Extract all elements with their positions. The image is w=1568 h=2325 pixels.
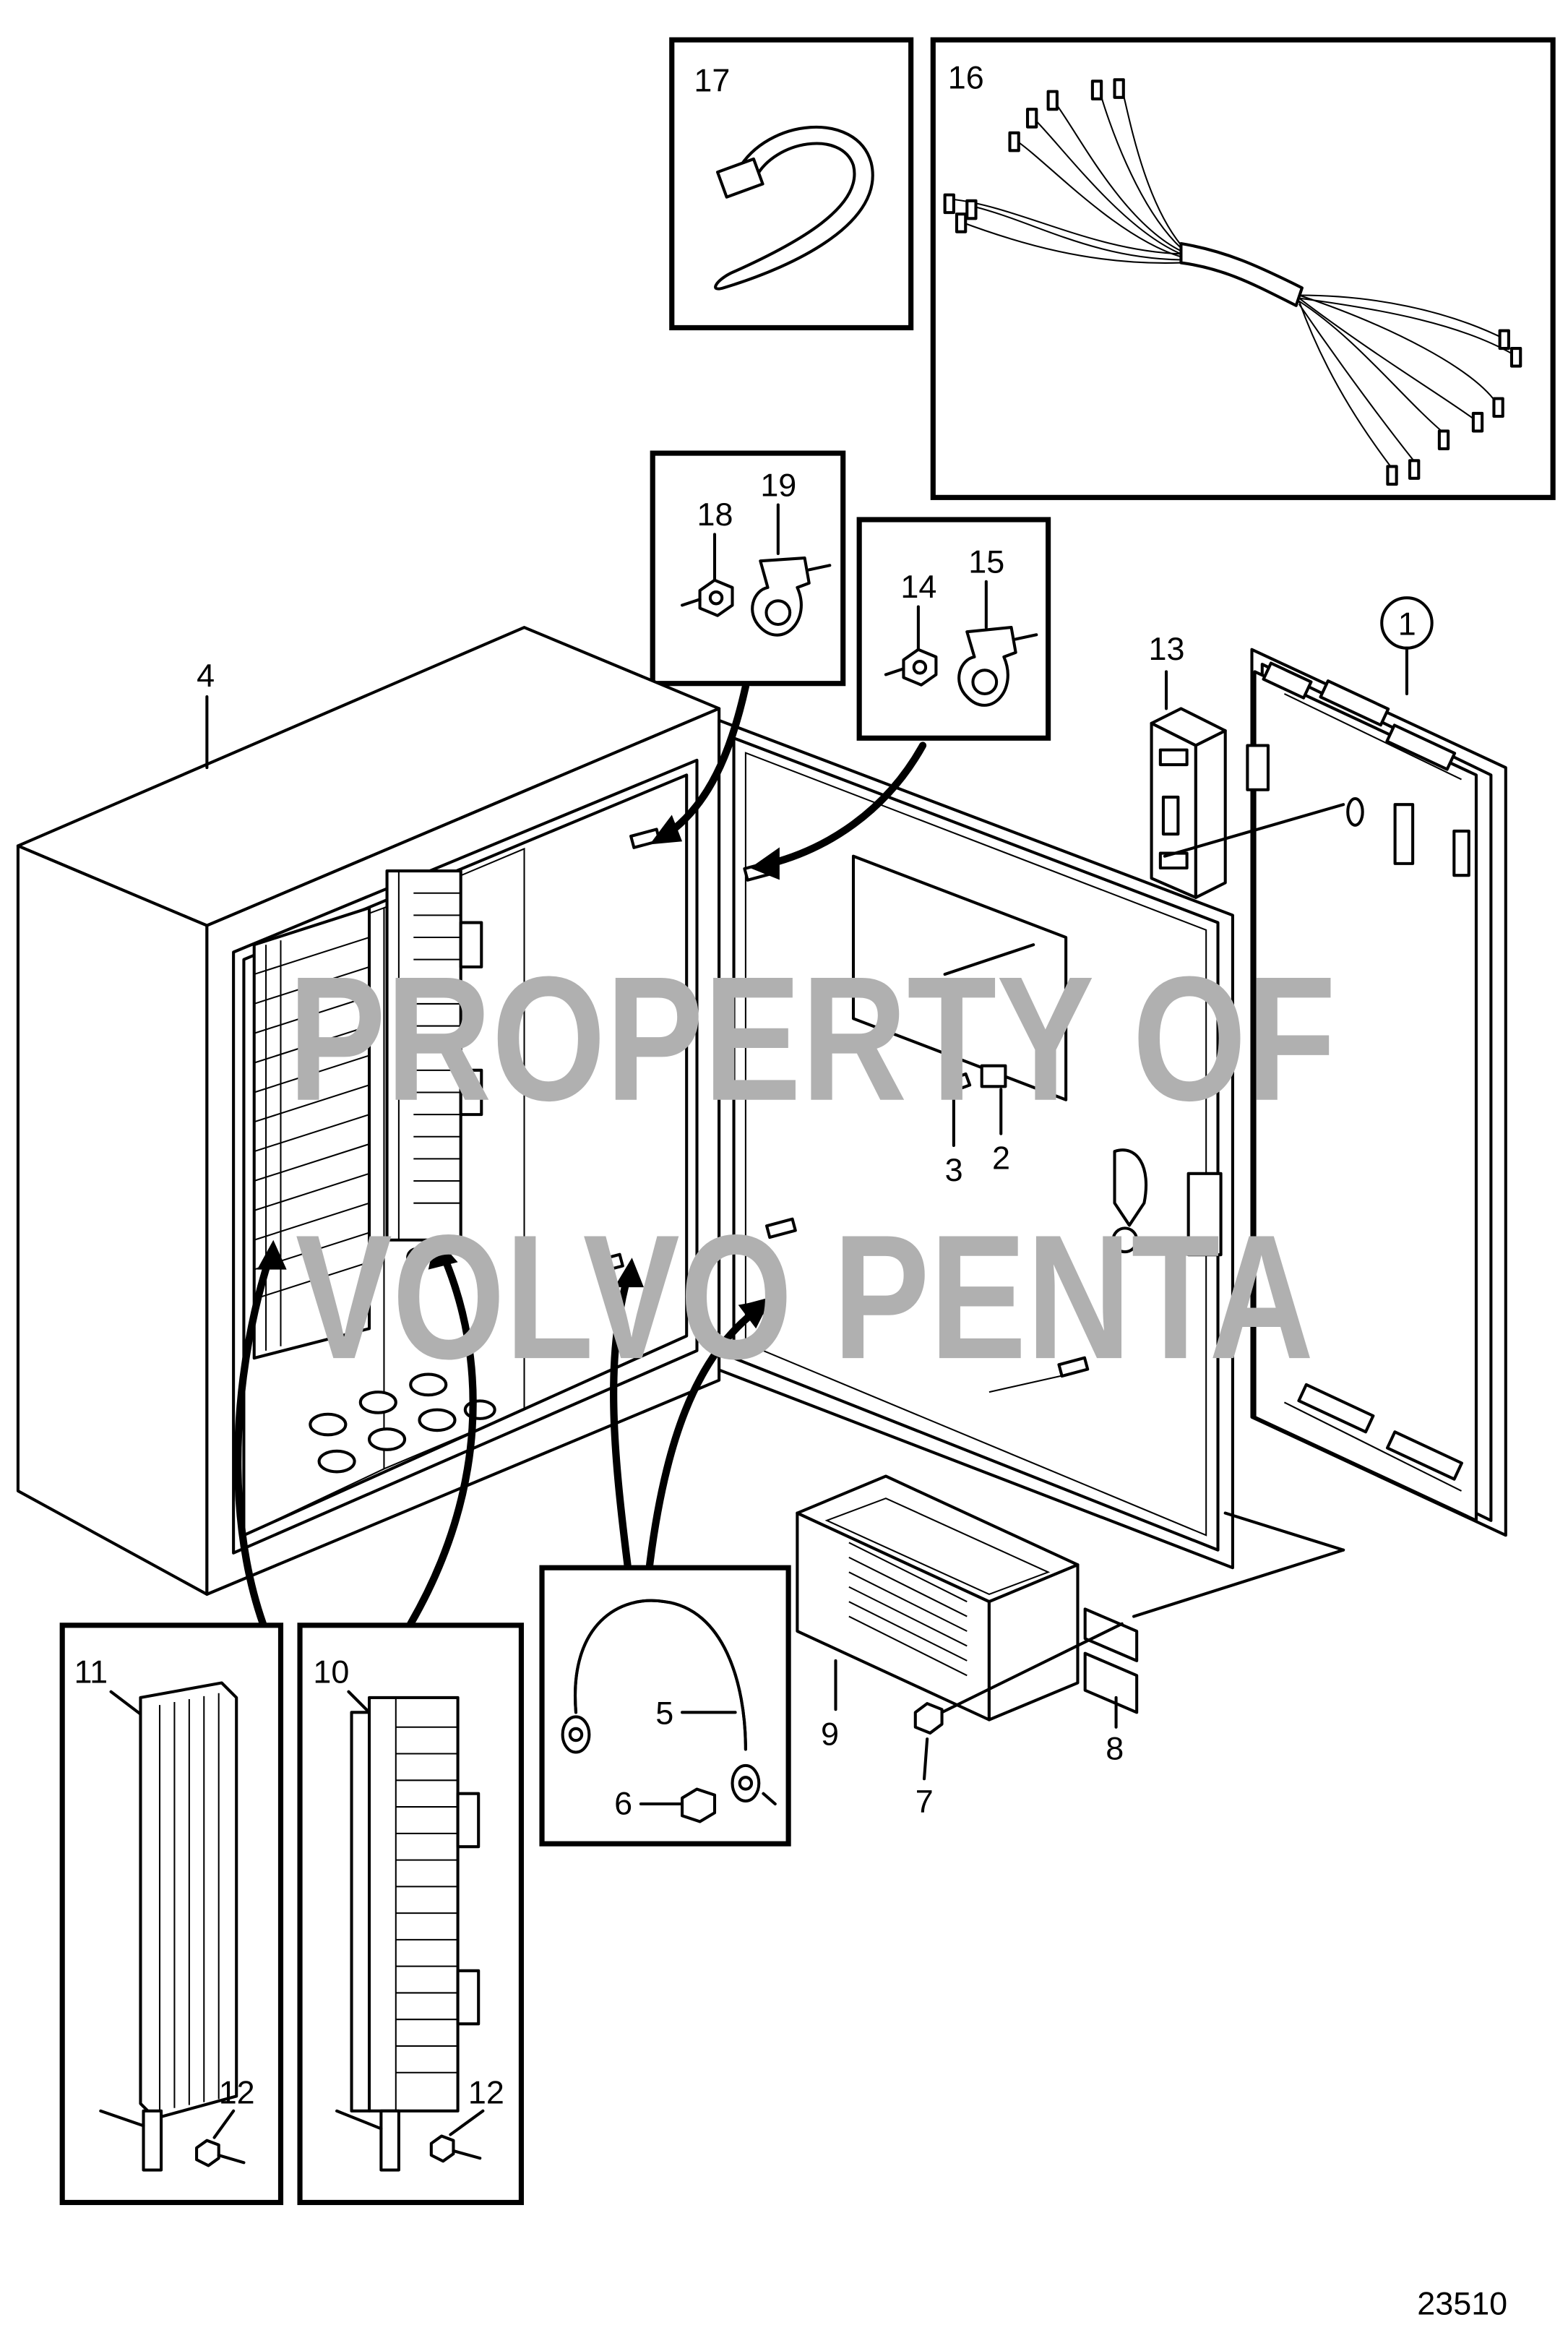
watermark-line-1: PROPERTY OF (288, 940, 1336, 1138)
label-17: 17 (694, 62, 730, 99)
control-unit-1[interactable]: 1 (1163, 596, 1507, 1537)
label-10: 10 (313, 1653, 349, 1690)
label-12-b: 12 (468, 2074, 504, 2111)
inset-16-wiring-harness: 16 (930, 37, 1556, 500)
enclosure-cabinet: 4 (16, 626, 721, 1596)
din-rail-8: 8 7 (913, 1511, 1345, 1820)
module-13: 13 (1149, 630, 1227, 899)
label-2: 2 (992, 1140, 1010, 1177)
inset-10-relay-strip: 10 12 (297, 1623, 525, 2206)
label-18: 18 (697, 496, 733, 533)
watermark-line-2: VOLVO PENTA (296, 1198, 1314, 1396)
label-1-circled: 1 (1398, 605, 1416, 642)
label-5: 5 (655, 1695, 673, 1732)
label-8: 8 (1106, 1730, 1124, 1767)
label-4: 4 (197, 657, 215, 694)
relay-strip-installed (385, 869, 483, 1268)
enclosure-door (718, 718, 1234, 1570)
drawing-number: 23510 (1417, 2285, 1507, 2322)
label-3: 3 (945, 1151, 963, 1188)
label-14: 14 (900, 568, 936, 605)
watermark: PROPERTY OF VOLVO PENTA (288, 940, 1336, 1396)
label-19: 19 (760, 466, 796, 503)
inset-18-19-clamp: 18 19 (650, 450, 846, 687)
terminal-block-installed (252, 906, 371, 1360)
label-7: 7 (916, 1783, 934, 1820)
inset-11-terminal-block: 11 12 (59, 1623, 284, 2206)
location-arrows (234, 682, 927, 1628)
label-6: 6 (614, 1784, 632, 1821)
label-12-a: 12 (219, 2074, 255, 2111)
inset-14-15-clamp: 14 15 (856, 517, 1051, 741)
label-16: 16 (948, 59, 984, 96)
label-13: 13 (1149, 630, 1185, 667)
io-module-9[interactable]: 9 (796, 1474, 1080, 1753)
label-9: 9 (821, 1715, 839, 1752)
label-15: 15 (968, 543, 1004, 580)
label-11: 11 (74, 1653, 108, 1690)
inset-5-6-ground-strap: 5 6 (539, 1565, 791, 1847)
inset-17-cable-tie: 17 (669, 37, 914, 331)
